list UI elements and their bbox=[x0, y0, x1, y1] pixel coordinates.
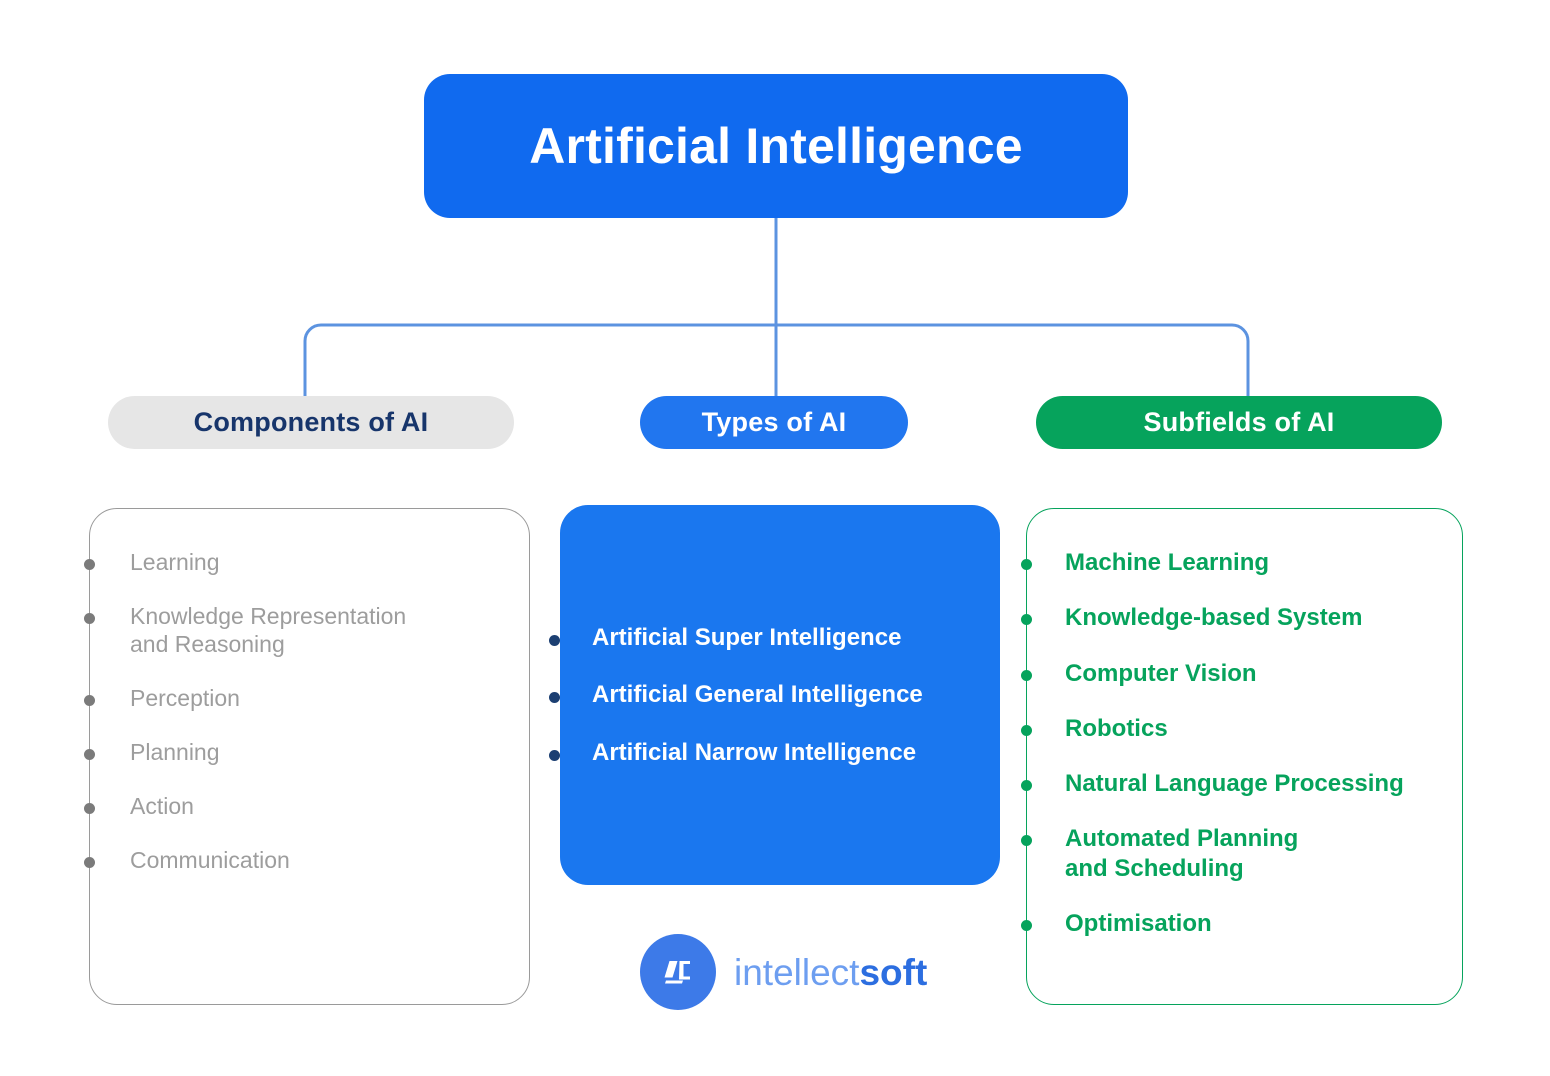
list-item: Artificial Super Intelligence bbox=[549, 623, 989, 652]
branch-pill-components[interactable]: Components of AI bbox=[108, 396, 514, 449]
list-item-label: Artificial Narrow Intelligence bbox=[592, 738, 917, 766]
bullet-dot-icon bbox=[84, 749, 95, 761]
intellectsoft-logo: intellectsoft bbox=[640, 934, 927, 1010]
bullet-dot-icon bbox=[84, 695, 95, 707]
list-item: Robotics bbox=[1021, 714, 1461, 743]
intellectsoft-wordmark: intellectsoft bbox=[734, 954, 927, 991]
list-item-label: Action bbox=[130, 793, 194, 820]
card-subfields bbox=[1026, 508, 1463, 1005]
list-item-label: Natural Language Processing bbox=[1065, 770, 1404, 798]
list-subfields: Machine Learning Knowledge-based System … bbox=[1021, 548, 1461, 964]
list-item: Knowledge Representation and Reasoning bbox=[84, 602, 514, 658]
bullet-dot-icon bbox=[1021, 614, 1032, 626]
list-item-label: Computer Vision bbox=[1065, 659, 1257, 687]
bullet-dot-icon bbox=[1021, 780, 1032, 792]
intellectsoft-logo-icon bbox=[640, 934, 716, 1010]
root-node-title: Artificial Intelligence bbox=[529, 118, 1023, 174]
branch-pill-subfields-label: Subfields of AI bbox=[1143, 407, 1335, 437]
list-types: Artificial Super Intelligence Artificial… bbox=[549, 623, 989, 795]
bullet-dot-icon bbox=[1021, 919, 1032, 931]
card-types bbox=[560, 505, 1000, 885]
list-item: Learning bbox=[84, 548, 514, 576]
list-item: Communication bbox=[84, 846, 514, 874]
list-item-label: Machine Learning bbox=[1065, 549, 1270, 576]
list-item-label: Robotics bbox=[1065, 714, 1168, 742]
list-item-label: Optimisation bbox=[1065, 909, 1212, 937]
bullet-dot-icon bbox=[1021, 724, 1032, 736]
bullet-dot-icon bbox=[1021, 669, 1032, 681]
bullet-dot-icon bbox=[549, 692, 560, 704]
list-item-label: Perception bbox=[130, 685, 240, 712]
logo-word-soft: soft bbox=[859, 951, 928, 993]
list-item-label: Artificial Super Intelligence bbox=[592, 624, 902, 651]
list-item-label: Knowledge-based System bbox=[1065, 604, 1363, 632]
bullet-dot-icon bbox=[1021, 559, 1032, 570]
branch-pill-subfields[interactable]: Subfields of AI bbox=[1036, 396, 1442, 449]
list-item: Action bbox=[84, 792, 514, 820]
list-item: Knowledge-based System bbox=[1021, 603, 1461, 632]
bullet-dot-icon bbox=[549, 749, 560, 761]
list-item-label: Artificial General Intelligence bbox=[592, 681, 923, 709]
list-item-label: Planning bbox=[130, 739, 220, 766]
bullet-dot-icon bbox=[84, 613, 95, 625]
branch-pill-types-label: Types of AI bbox=[701, 407, 847, 437]
list-item-label: Learning bbox=[130, 549, 220, 575]
bullet-dot-icon bbox=[549, 635, 560, 646]
list-item: Artificial General Intelligence bbox=[549, 680, 989, 709]
list-item: Perception bbox=[84, 684, 514, 712]
bullet-dot-icon bbox=[84, 803, 95, 815]
list-item-label: Communication bbox=[130, 847, 290, 874]
list-item: Computer Vision bbox=[1021, 659, 1461, 688]
bullet-dot-icon bbox=[84, 857, 95, 869]
branch-pill-types[interactable]: Types of AI bbox=[640, 396, 908, 449]
list-item: Automated Planning and Scheduling bbox=[1021, 824, 1461, 883]
list-item: Natural Language Processing bbox=[1021, 769, 1461, 798]
bullet-dot-icon bbox=[84, 559, 95, 570]
list-item: Planning bbox=[84, 738, 514, 766]
list-item-label: Knowledge Representation and Reasoning bbox=[130, 603, 407, 658]
list-item: Machine Learning bbox=[1021, 548, 1461, 577]
list-item: Optimisation bbox=[1021, 909, 1461, 938]
card-components bbox=[89, 508, 530, 1005]
list-item: Artificial Narrow Intelligence bbox=[549, 738, 989, 767]
list-item-label: Automated Planning and Scheduling bbox=[1065, 825, 1299, 882]
logo-word-intellect: intellect bbox=[734, 951, 860, 993]
list-components: Learning Knowledge Representation and Re… bbox=[84, 548, 514, 900]
bullet-dot-icon bbox=[1021, 835, 1032, 847]
root-node-artificial-intelligence: Artificial Intelligence bbox=[424, 74, 1128, 218]
branch-pill-components-label: Components of AI bbox=[193, 407, 429, 437]
